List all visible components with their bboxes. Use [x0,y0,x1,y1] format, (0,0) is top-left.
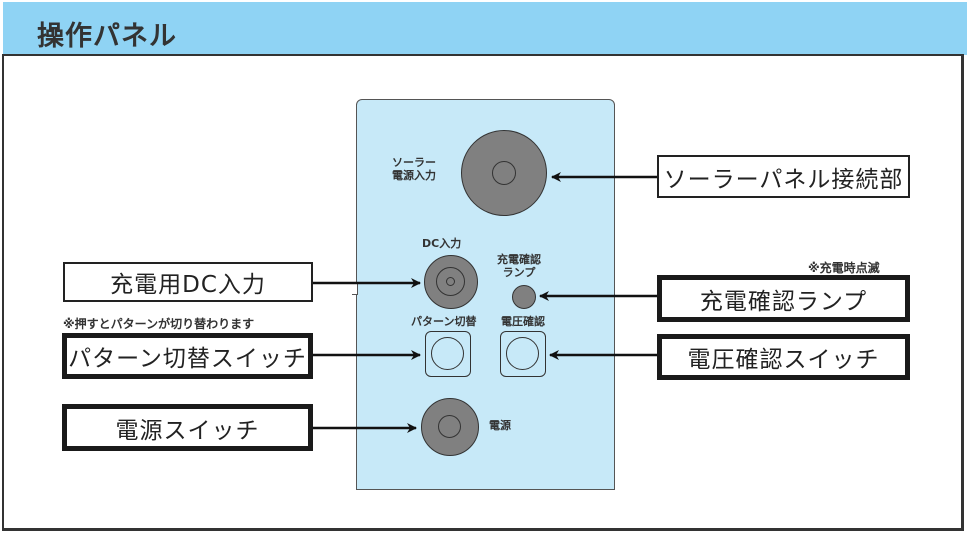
power-switch-knob[interactable] [421,398,479,456]
charge-lamp-note: ※充電時点滅 [808,261,880,275]
charge-lamp [512,285,536,309]
charge-lamp-label: 充電確認 ランプ [497,253,541,279]
callout-dc-input: 充電用DC入力 [63,262,313,302]
voltage-check-button[interactable] [500,331,546,377]
solar-input-label-line1: ソーラー [392,156,436,169]
solar-input-label-line2: 電源入力 [392,169,436,182]
solar-input-label: ソーラー 電源入力 [392,156,436,182]
callout-solar-panel-connector: ソーラーパネル接続部 [657,155,910,198]
callout-power-switch: 電源スイッチ [62,404,313,451]
power-label: 電源 [489,419,511,432]
power-knob-ring-icon [438,415,461,438]
pattern-switch-label: パターン切替 [411,315,477,328]
pattern-switch-note: ※押すとパターンが切り替わります [63,317,255,331]
solar-connector-ring-icon [492,161,516,185]
pattern-switch-button[interactable] [425,331,471,377]
dc-input-label: DC入力 [422,237,462,250]
solar-input-connector[interactable] [461,130,547,216]
dc-jack-outer-ring-icon [436,267,465,296]
pattern-button-ring-icon [431,337,464,370]
callout-pattern-switch: パターン切替スイッチ [62,333,313,379]
callout-voltage-check-switch: 電圧確認スイッチ [657,334,910,380]
voltage-check-label: 電圧確認 [501,315,545,328]
dc-jack-pin-icon [446,277,455,286]
callout-charge-lamp: 充電確認ランプ [657,275,910,322]
charge-lamp-label-line2: ランプ [502,266,536,279]
dc-input-jack[interactable] [424,255,478,309]
charge-lamp-label-line1: 充電確認 [497,253,541,266]
section-header: 操作パネル [3,2,967,55]
section-title: 操作パネル [37,21,177,52]
voltage-button-ring-icon [506,337,539,370]
